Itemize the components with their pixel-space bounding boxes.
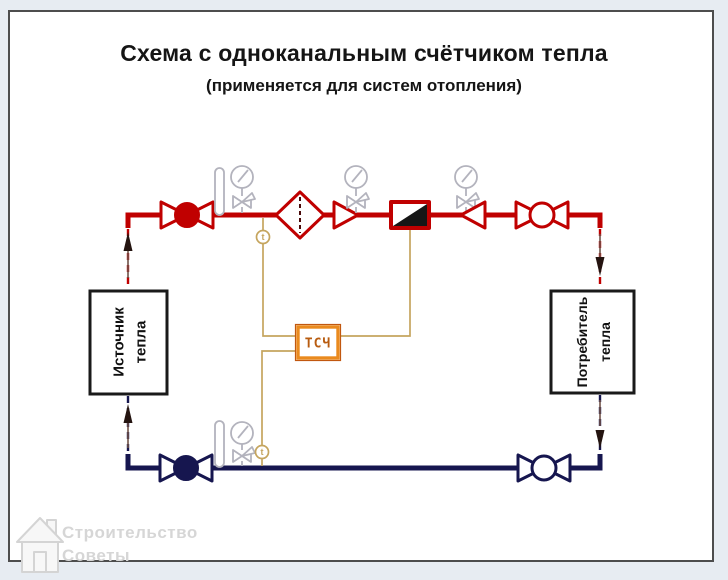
supply-sensor-wire xyxy=(262,244,296,337)
supply-pressure-gauge-2-icon xyxy=(344,165,370,213)
supply-pipe xyxy=(125,212,603,228)
flow-connector-consumer-return xyxy=(595,395,605,453)
return-temp-sensor-icon: t xyxy=(254,444,270,466)
heat-consumer-label-line1: Потребитель xyxy=(574,296,590,387)
heat-calculator-label: ТСЧ xyxy=(305,337,331,352)
arrow-down-icon xyxy=(595,257,605,276)
heat-consumer-box: Потребитель тепла xyxy=(549,289,636,395)
return-ball-valve-right-icon xyxy=(516,453,572,483)
svg-text:t: t xyxy=(262,232,265,242)
return-sensor-wire xyxy=(261,350,296,446)
supply-ball-valve-left-icon xyxy=(159,200,215,230)
signal-wiring xyxy=(261,228,411,446)
heat-source-box: Источник тепла xyxy=(88,289,169,396)
supply-ball-valve-right-icon xyxy=(514,200,570,230)
flow-meter-icon xyxy=(389,200,431,230)
flow-direction-right-icon xyxy=(332,200,360,230)
flow-connector-supply-consumer xyxy=(595,229,605,289)
return-pressure-gauge-icon xyxy=(230,421,256,466)
supply-temp-sensor-icon: t xyxy=(255,218,271,245)
arrow-down-icon xyxy=(595,430,605,449)
arrow-up-icon xyxy=(123,232,133,251)
return-thermometer-icon xyxy=(214,420,225,468)
return-pipe xyxy=(125,454,603,471)
diagram-title: Схема с одноканальным счётчиком тепла xyxy=(120,40,608,66)
supply-pressure-gauge-1-icon xyxy=(230,165,256,213)
heat-source-label-line1: Источник xyxy=(111,307,128,377)
watermark-house-icon xyxy=(16,517,64,573)
return-ball-valve-left-icon xyxy=(158,453,214,483)
flow-connector-source-supply xyxy=(123,229,133,289)
flow-direction-left-icon xyxy=(459,200,487,230)
heat-calculator-box: ТСЧ xyxy=(294,323,342,362)
strainer-filter-icon xyxy=(274,190,326,240)
heat-source-label-line2: тепла xyxy=(133,320,150,363)
diagram-subtitle: (применяется для систем отопления) xyxy=(206,76,522,95)
supply-thermometer-icon xyxy=(214,167,225,216)
supply-pressure-gauge-3-icon xyxy=(454,165,480,213)
arrow-up-icon xyxy=(123,404,133,423)
flow-meter-wire xyxy=(340,228,411,337)
watermark-text-line2: Советы xyxy=(62,546,130,565)
heat-consumer-label-line2: тепла xyxy=(597,322,613,362)
watermark-text-line1: Строительство xyxy=(62,523,198,542)
flow-connector-return-source xyxy=(123,396,133,453)
svg-text:t: t xyxy=(261,447,264,457)
